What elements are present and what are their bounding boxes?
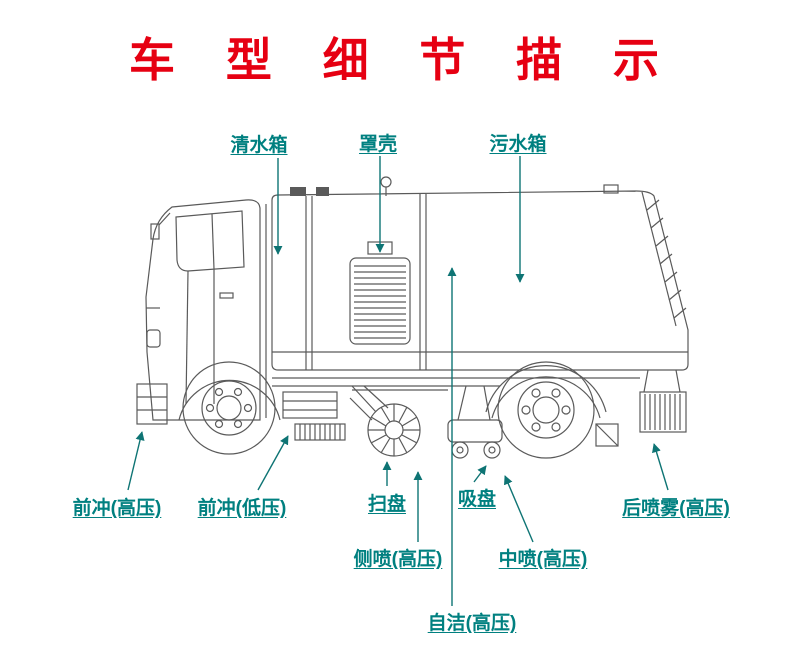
- label-clean-water-tank: 清水箱: [230, 135, 288, 156]
- leader-suction-disc: [473, 465, 487, 483]
- leader-front-flush-low: [257, 435, 289, 491]
- tank-body: [271, 176, 689, 371]
- label-rear-mist-high: 后喷雾(高压): [622, 498, 730, 519]
- truck-cab: [136, 199, 267, 425]
- label-side-spray-high: 侧喷(高压): [353, 549, 443, 570]
- suction-unit: [447, 385, 503, 459]
- rear-brush-unit: [595, 369, 687, 447]
- leader-mid-spray-high: [504, 475, 534, 543]
- underbody: [272, 377, 640, 441]
- page-title: 车 型 细 节 描 示: [129, 34, 671, 86]
- label-front-flush-low: 前冲(低压): [197, 498, 287, 519]
- label-suction-disc: 吸盘: [457, 489, 497, 510]
- leader-front-flush-high: [127, 431, 145, 491]
- rear-wheel: [485, 361, 607, 459]
- label-self-clean-high: 自洁(高压): [427, 613, 517, 634]
- label-sweep-disc: 扫盘: [367, 494, 407, 515]
- label-front-flush-high: 前冲(高压): [72, 498, 162, 519]
- front-wheel: [178, 361, 281, 455]
- louver-panel: [349, 241, 411, 345]
- truck-line-art: [136, 176, 689, 459]
- leader-rear-mist-high: [652, 443, 669, 491]
- label-sewage-tank: 污水箱: [489, 134, 547, 155]
- label-cover-shell: 罩壳: [358, 134, 398, 155]
- sweep-disc-brush: [349, 385, 421, 457]
- label-mid-spray-high: 中喷(高压): [498, 549, 588, 570]
- leader-lines: [127, 156, 669, 606]
